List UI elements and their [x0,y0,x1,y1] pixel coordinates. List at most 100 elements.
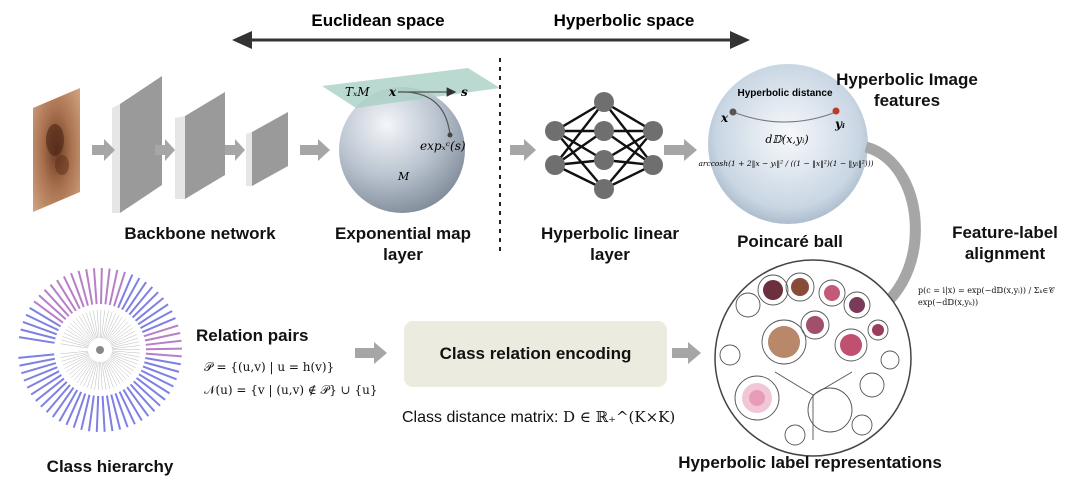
hyperbolic-image-features-line2: features [873,91,941,110]
tree-branch [89,311,98,339]
tree-branch [109,357,132,375]
tree-leaf-label [117,274,134,309]
hyperbolic-image-features-line1: Hyperbolic Image [836,70,978,89]
tree-branch [111,351,140,358]
tree-branch [110,330,136,345]
tree-leaf-label [33,300,64,324]
tree-branch [85,312,96,339]
tree-branch [96,310,100,339]
tree-branch [62,336,89,347]
tree-branch [64,355,90,369]
tree-branch [111,337,139,347]
hyperbolic-linear-network [554,100,654,191]
tree-leaf-label [126,386,150,417]
skin-lesion-image [33,88,80,212]
tree-branch [72,320,93,342]
tree-leaf-label [18,336,55,344]
tree-leaf-label [128,286,154,316]
tree-branch [111,354,138,365]
tree-leaf-label [104,268,111,305]
tree-leaf-label [122,389,143,422]
tree-root [96,346,104,354]
feature-label-alignment-line1: Feature-label [952,223,1058,242]
tree-branch [61,353,89,362]
class-hierarchy-tree [18,267,183,432]
tree-branch [111,350,140,354]
tree-branch [98,361,100,390]
tree-leaf-label [143,324,179,338]
tree-leaf-label [145,347,183,351]
tree-leaf-label [45,384,71,413]
tree-branch [63,332,90,346]
tree-branch [60,343,89,349]
probability-formula: p(c = i|x) = exp(−d𝔻(x,yᵢ)) / Σₖ∈𝒞 exp(−… [918,286,1055,307]
class-hierarchy-label: Class hierarchy [46,457,174,476]
tree-branch [76,359,94,383]
tree-leaf-label [121,277,141,311]
tree-leaf-label [20,328,56,340]
ball-point-y [832,107,840,115]
poincare-ball [708,64,868,224]
tree-leaf-label [101,395,106,432]
hyperbolic-linear-label-line1: Hyperbolic linear [541,224,679,243]
tree-branch [107,319,126,341]
tree-leaf-label [23,366,58,382]
backbone-block-1 [112,76,162,213]
tree-leaf-label [113,271,126,307]
tree-leaf-label [95,395,100,432]
tree-branch [60,352,89,358]
tree-branch [75,317,93,341]
ball-point-x [729,108,737,116]
tree-branch [105,360,121,385]
tree-leaf-label [137,303,169,326]
tree-leaf-label [29,306,62,328]
relation-pairs-label: Relation pairs [196,326,309,345]
tree-branch [100,361,103,390]
tree-leaf-label [70,272,85,308]
tree-leaf-label [134,297,165,322]
tree-leaf-label [65,391,83,426]
tree-branch [100,310,102,339]
tree-leaf-label [18,353,55,359]
tree-leaf-label [22,321,58,336]
tree-leaf-label [58,389,79,422]
tree-leaf-label [144,332,181,342]
hyperbolic-label-disk [714,259,912,457]
tree-branch [103,311,113,339]
tree-leaf-label [142,365,177,381]
tree-leaf-label [140,369,174,388]
tree-leaf-label [30,374,62,396]
hyperbolic-label-representations-label: Hyperbolic label representations [678,453,942,472]
ball-y-label: yᵢ [834,117,845,131]
tree-branch [108,357,130,378]
tree-leaf-label [21,362,57,375]
manifold-label: M [397,170,410,183]
tree-branch [101,310,105,339]
tangent-space-label: TₓM [345,85,370,99]
hyperbolic-distance-title: Hyperbolic distance [737,88,832,99]
negative-pairs-formula: 𝒩(u) = {v | (u,v) ∉ 𝒫} ∪ {u} [204,383,378,397]
tree-leaf-label [145,339,182,346]
tree-branch [68,357,91,376]
tree-branch [93,310,99,339]
hyperbolic-space-label: Hyperbolic space [554,11,695,30]
hyperbolic-linear-label: Hyperbolic linear layer [525,223,695,265]
distance-symbol: d𝔻(x,yᵢ) [765,133,808,146]
exponential-map-label-line1: Exponential map [334,224,472,243]
exponential-map-sphere [322,68,500,213]
class-relation-encoding-box: Class relation encoding [404,321,667,387]
class-distance-matrix-text: Class distance matrix: [402,409,563,426]
distance-formula: arccosh(1 + 2‖x − yᵢ‖² / ((1 − ‖x‖²)(1 −… [698,159,873,168]
tree-branch [78,315,94,340]
tree-branch [105,314,120,340]
tree-branch [104,313,116,340]
tree-branch [111,352,139,361]
tree-leaf-label [43,288,70,317]
class-distance-matrix-math: D ∈ ℝ₊^(K×K) [562,408,676,426]
tree-branch [101,361,107,390]
tree-branch [109,324,132,343]
tree-branch [67,326,91,344]
tree-branch [90,361,98,389]
tree-branch [103,361,114,388]
